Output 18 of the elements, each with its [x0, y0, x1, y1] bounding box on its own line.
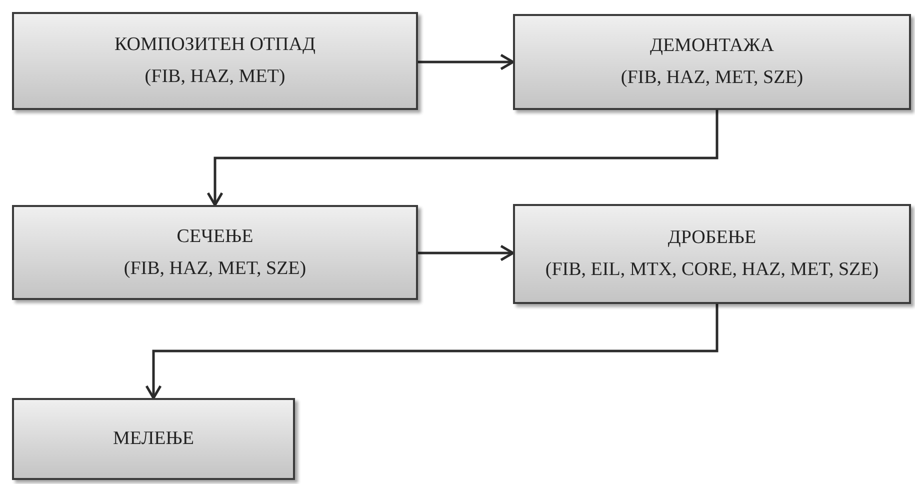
step-codes: (FIB, HAZ, MET, SZE): [124, 256, 306, 280]
process-box: [513, 14, 911, 110]
step-title: СЕЧЕЊЕ: [176, 224, 254, 248]
process-box: [12, 398, 295, 480]
step-title: ДЕМОНТАЖА: [650, 34, 774, 58]
step-codes: (FIB, HAZ, MET): [144, 65, 286, 89]
step-title: МЕЛЕЊЕ: [113, 427, 194, 451]
arrow: [418, 54, 514, 70]
arrow: [418, 244, 514, 262]
process-box: [12, 205, 418, 300]
step-codes: (FIB, HAZ, MET, SZE): [620, 66, 804, 90]
process-box: [513, 204, 911, 304]
step-title: КОМПОЗИТЕН ОТПАД: [114, 33, 316, 57]
step-title: ДРОБЕЊЕ: [668, 226, 756, 250]
step-codes: (FIB, EIL, MTX, CORE, HAZ, MET, SZE): [545, 258, 879, 282]
arrow: [206, 110, 718, 206]
process-box: [12, 12, 418, 110]
arrow: [145, 304, 718, 400]
